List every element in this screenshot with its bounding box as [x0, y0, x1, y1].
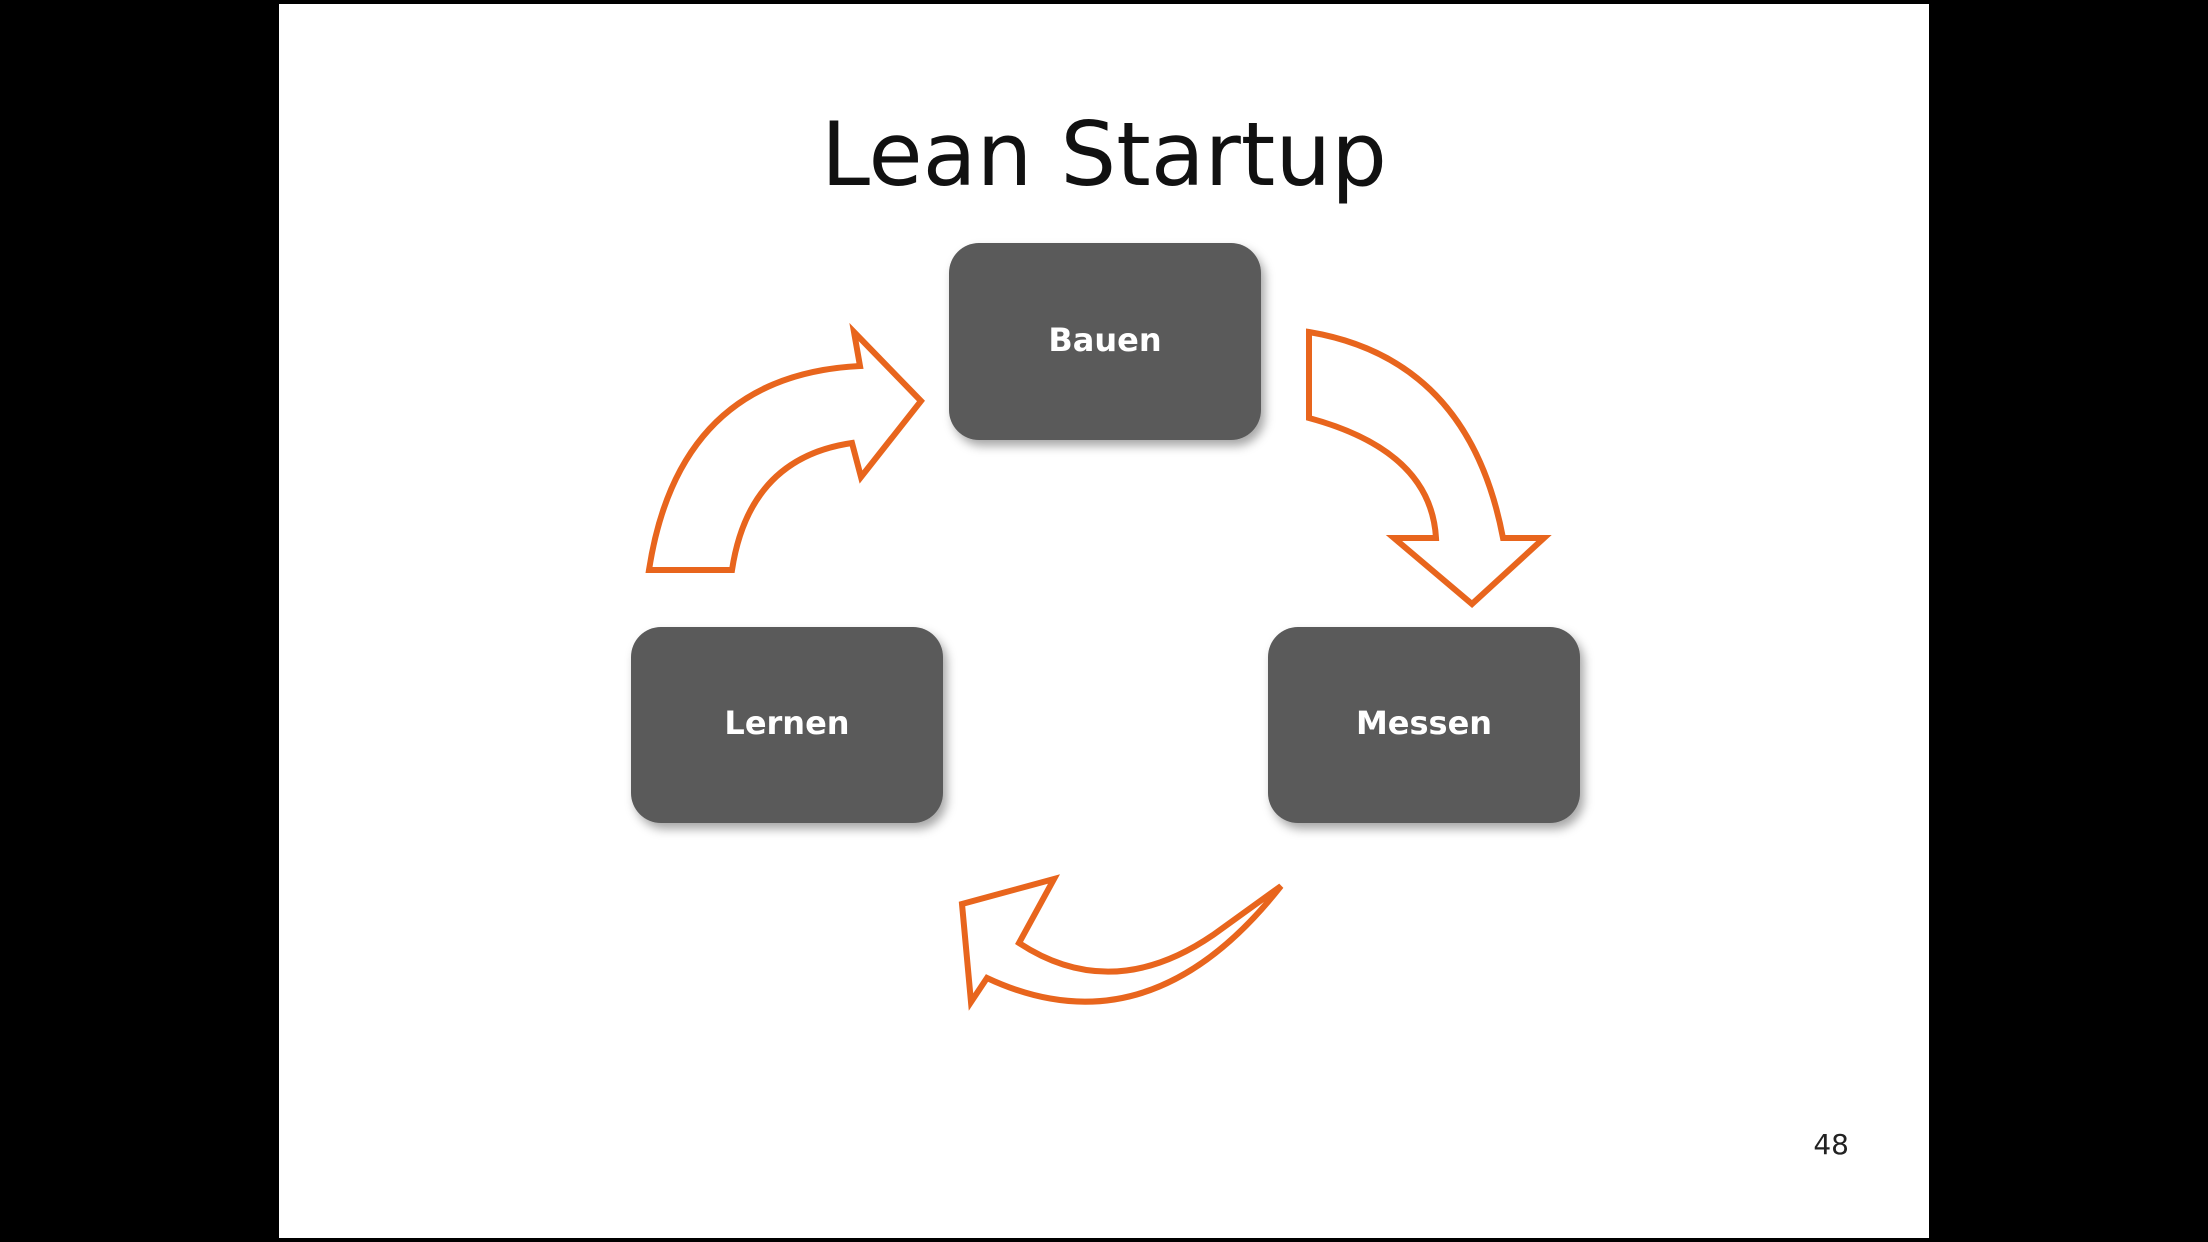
arrow-bauen-to-messen [1306, 328, 1552, 608]
node-lernen: Lernen [631, 627, 943, 823]
cycle-diagram: Bauen Messen Lernen [631, 243, 1580, 1011]
arrow-messen-to-lernen [958, 874, 1284, 1011]
node-lernen-label: Lernen [724, 704, 849, 742]
arrow-lernen-to-bauen [645, 322, 925, 573]
node-messen: Messen [1268, 627, 1580, 823]
slide-title: Lean Startup [821, 103, 1387, 206]
slide: Lean Startup Bauen Messen [279, 4, 1929, 1238]
node-bauen: Bauen [949, 243, 1261, 440]
node-bauen-label: Bauen [1048, 321, 1161, 359]
page-number: 48 [1813, 1128, 1849, 1161]
node-messen-label: Messen [1356, 704, 1492, 742]
